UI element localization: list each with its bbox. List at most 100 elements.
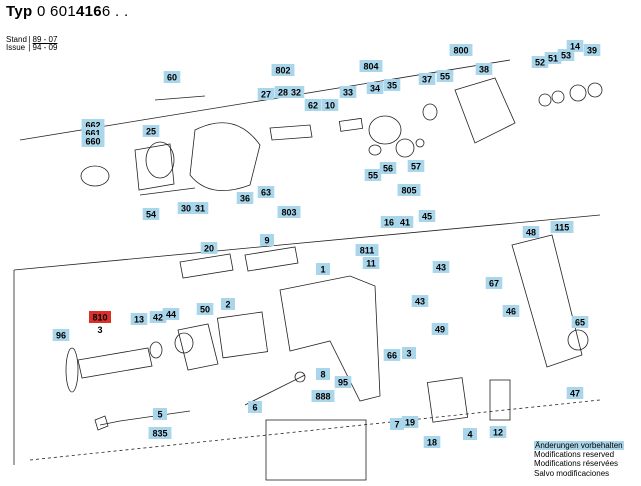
callout-number: 8	[320, 370, 325, 380]
callout-number: 5	[157, 410, 162, 420]
part-callout-12: 12	[489, 426, 507, 438]
spindle	[269, 124, 313, 141]
circlip	[587, 82, 603, 98]
callout-number: 6	[252, 403, 257, 413]
callout-box	[583, 44, 601, 56]
callout-number: 4	[467, 430, 472, 440]
type-number: Typ 0 6014166 . .	[6, 3, 128, 20]
part-callout-42: 42	[149, 311, 167, 323]
armature	[77, 347, 153, 379]
callout-number: 3	[406, 349, 411, 359]
part-callout-9: 9	[260, 234, 274, 246]
stand-value: 89 - 07	[32, 35, 58, 44]
callout-box	[81, 135, 105, 147]
callout-number: 53	[561, 51, 571, 61]
callout-number: 11	[366, 259, 376, 269]
callout-number: 66	[387, 351, 397, 361]
callout-number: 63	[261, 188, 271, 198]
callout-box	[52, 329, 70, 341]
callout-box	[321, 99, 339, 111]
callout-box	[142, 208, 160, 220]
callout-number: 33	[343, 88, 353, 98]
part-callout-47: 47	[566, 387, 584, 399]
callout-number: 45	[422, 212, 432, 222]
callout-number: 660	[85, 137, 100, 147]
part-callout-33: 33	[339, 86, 357, 98]
typ-number-bold: 416	[75, 3, 102, 20]
part-callout-56: 56	[379, 162, 397, 174]
part-callout-36: 36	[236, 192, 254, 204]
part-callout-60: 60	[163, 71, 181, 83]
bearing	[569, 84, 587, 102]
callout-box	[550, 221, 574, 233]
bearing-seat	[174, 332, 194, 354]
ring	[538, 93, 552, 107]
callout-number: 1	[320, 265, 325, 275]
part-callout-11: 11	[362, 257, 380, 269]
callout-number: 43	[436, 263, 446, 273]
part-callout-35: 35	[383, 79, 401, 91]
callout-number: 54	[146, 210, 156, 220]
callout-box	[475, 63, 493, 75]
callout-number: 888	[315, 392, 330, 402]
highlight-sub: 3	[97, 325, 102, 335]
knob	[294, 371, 306, 383]
callout-number: 19	[405, 418, 415, 428]
callout-number: 44	[166, 310, 176, 320]
highlight-box	[89, 311, 111, 323]
part-callout-43: 43	[432, 261, 450, 273]
callout-box	[571, 316, 589, 328]
callout-box	[401, 416, 419, 428]
stand-line: Stand | 89 - 07	[6, 35, 58, 44]
callout-number: 67	[489, 279, 499, 289]
typ-label: Typ	[6, 3, 33, 20]
part-callout-48: 48	[522, 226, 540, 238]
washer	[415, 138, 425, 148]
callout-box	[383, 79, 401, 91]
gear-housing-sleeve	[134, 143, 175, 191]
callout-box	[418, 73, 436, 85]
modifications-note: Änderungen vorbehalten Modifications res…	[534, 441, 624, 478]
callout-box	[359, 60, 383, 72]
callout-box	[196, 303, 214, 315]
plug	[94, 415, 109, 431]
callout-box	[402, 347, 416, 359]
part-callout-14: 14	[566, 40, 584, 52]
part-callout-41: 41	[396, 216, 414, 228]
part-callout-4: 4	[463, 428, 477, 440]
callout-number: 39	[587, 46, 597, 56]
part-callout-5: 5	[153, 408, 167, 420]
part-callout-63: 63	[257, 186, 275, 198]
callout-number: 36	[240, 194, 250, 204]
callout-number: 803	[281, 208, 296, 218]
part-callout-805: 805	[397, 184, 421, 196]
callout-box	[248, 401, 262, 413]
part-callout-18: 18	[423, 436, 441, 448]
callout-number: 62	[308, 101, 318, 111]
callout-number: 42	[153, 313, 163, 323]
brush-holder	[177, 323, 219, 371]
ring	[551, 90, 565, 104]
callout-number: 65	[575, 318, 585, 328]
callout-number: 662	[85, 121, 100, 131]
callout-box	[383, 349, 401, 361]
part-callout-32: 32	[287, 86, 305, 98]
part-callout-49: 49	[431, 323, 449, 335]
capacitor	[489, 379, 511, 421]
handle-shaft	[244, 374, 306, 406]
callout-box	[163, 71, 181, 83]
callout-box	[566, 40, 584, 52]
part-callout-6: 6	[248, 401, 262, 413]
part-callout-13: 13	[130, 313, 148, 325]
callout-number: 47	[570, 389, 580, 399]
fan	[65, 347, 79, 393]
part-callout-802: 802	[271, 64, 295, 76]
callout-number: 13	[134, 315, 144, 325]
callout-box	[191, 202, 209, 214]
callout-number: 41	[400, 218, 410, 228]
callout-number: 14	[570, 42, 580, 52]
switch	[426, 377, 469, 423]
part-callout-7: 7	[390, 418, 404, 430]
